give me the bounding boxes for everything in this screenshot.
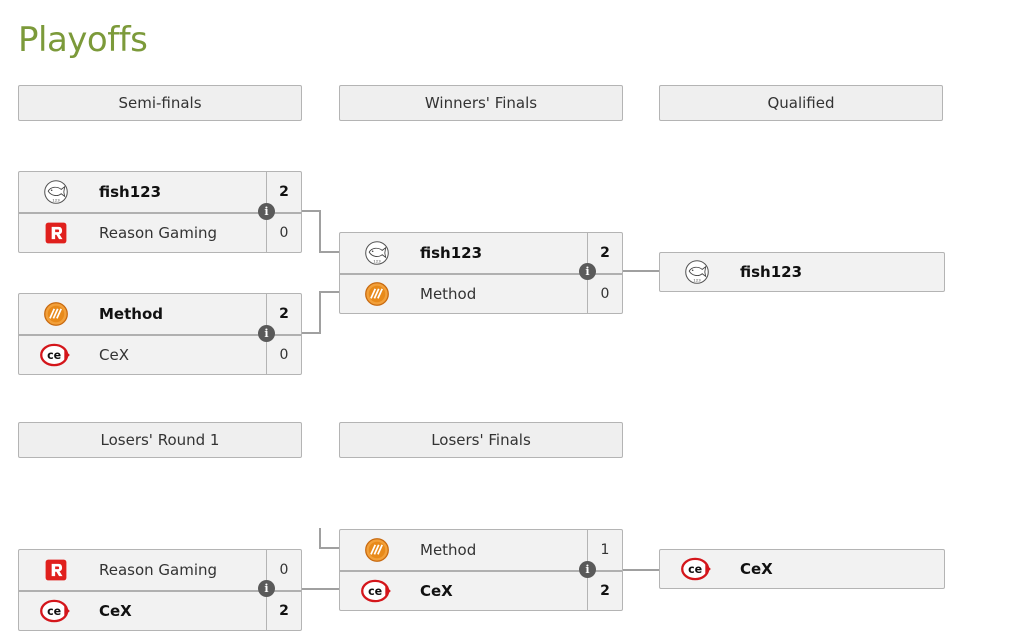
team-score: 0 (266, 550, 301, 590)
team-name: fish123 (740, 263, 803, 281)
team-score: 2 (266, 294, 301, 334)
match-losers-round-1: Reason Gaming 0 CeX 2 (18, 549, 302, 631)
match-slot-bottom[interactable]: Reason Gaming 0 (19, 212, 301, 252)
match-info-icon[interactable]: i (579, 561, 596, 578)
team-name: CeX (740, 560, 773, 578)
match-slot-bottom[interactable]: CeX 2 (340, 570, 622, 610)
match-info-icon[interactable]: i (579, 263, 596, 280)
team-score: 0 (266, 336, 301, 374)
team-score: 0 (266, 214, 301, 252)
reason-gaming-icon (39, 556, 73, 584)
team-name: fish123 (99, 183, 162, 201)
team-score: 1 (587, 530, 622, 570)
round-header-winners-finals: Winners' Finals (339, 85, 623, 121)
round-header-losers-finals: Losers' Finals (339, 422, 623, 458)
match-info-icon[interactable]: i (258, 580, 275, 597)
fish-icon (680, 258, 714, 286)
team-name: fish123 (420, 244, 483, 262)
match-info-icon[interactable]: i (258, 325, 275, 342)
fish-icon (360, 239, 394, 267)
match-semi-final-2: Method 2 CeX 0 (18, 293, 302, 375)
match-slot-top[interactable]: Method 2 (19, 294, 301, 334)
reason-gaming-icon (39, 219, 73, 247)
team-name: Method (420, 285, 477, 303)
match-slot-top[interactable]: fish123 2 (340, 233, 622, 273)
cex-icon (360, 577, 394, 605)
team-name: Reason Gaming (99, 224, 218, 242)
team-score: 2 (587, 233, 622, 273)
team-score: 2 (587, 572, 622, 610)
cex-icon (39, 341, 73, 369)
match-slot-bottom[interactable]: Method 0 (340, 273, 622, 313)
match-info-icon[interactable]: i (258, 203, 275, 220)
method-icon (39, 300, 73, 328)
team-name: Method (99, 305, 163, 323)
cex-icon (680, 555, 714, 583)
cex-icon (39, 597, 73, 625)
team-name: CeX (99, 602, 132, 620)
round-header-losers-round-1: Losers' Round 1 (18, 422, 302, 458)
team-score: 2 (266, 172, 301, 212)
match-losers-final: Method 1 CeX 2 (339, 529, 623, 611)
team-name: CeX (99, 346, 129, 364)
match-slot-bottom[interactable]: CeX 0 (19, 334, 301, 374)
match-slot-bottom[interactable]: CeX 2 (19, 590, 301, 630)
match-slot-top[interactable]: fish123 2 (19, 172, 301, 212)
team-score: 0 (587, 275, 622, 313)
qualified-team-upper[interactable]: fish123 (659, 252, 945, 292)
team-name: Reason Gaming (99, 561, 218, 579)
method-icon (360, 280, 394, 308)
fish-icon (39, 178, 73, 206)
qualified-team-lower[interactable]: CeX (659, 549, 945, 589)
match-winners-final: fish123 2 Method 0 (339, 232, 623, 314)
team-name: CeX (420, 582, 453, 600)
match-slot-top[interactable]: Reason Gaming 0 (19, 550, 301, 590)
team-score: 2 (266, 592, 301, 630)
match-semi-final-1: fish123 2 Reason Gaming 0 (18, 171, 302, 253)
method-icon (360, 536, 394, 564)
match-slot-top[interactable]: Method 1 (340, 530, 622, 570)
round-header-qualified: Qualified (659, 85, 943, 121)
round-header-semi-finals: Semi-finals (18, 85, 302, 121)
page-title: Playoffs (18, 20, 148, 60)
team-name: Method (420, 541, 477, 559)
connector-wf-loser-drop (319, 528, 340, 549)
